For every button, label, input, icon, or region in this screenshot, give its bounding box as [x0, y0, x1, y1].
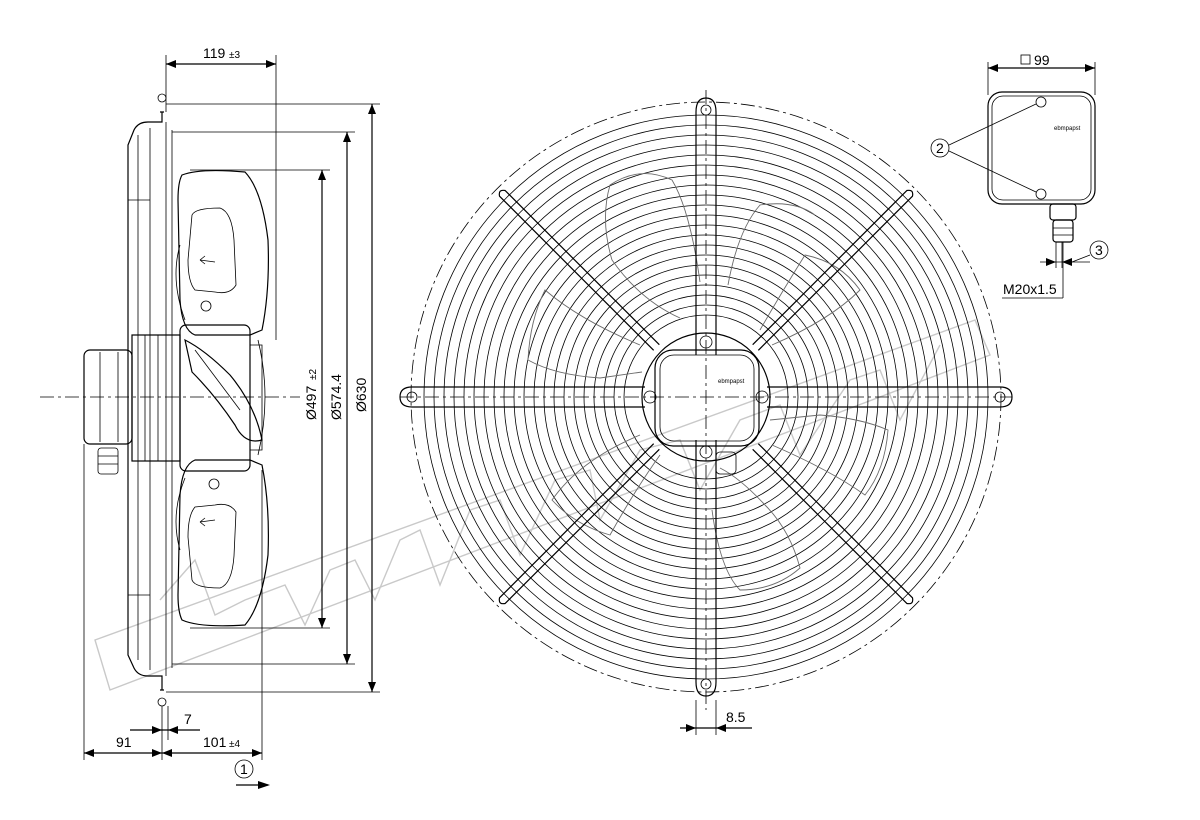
grille-ring	[603, 294, 809, 500]
callout-2-circle	[930, 138, 950, 158]
callout-1-circle	[234, 759, 254, 779]
dim-91-label: 91	[116, 734, 132, 750]
grille-strut	[752, 443, 914, 605]
grille-strut	[498, 443, 660, 605]
grille-ring	[443, 134, 969, 660]
grille-ring	[543, 234, 869, 560]
grille-ring	[563, 254, 849, 540]
terminal-box-view: 99 ebmpapst 2 3 M20x1.5	[930, 52, 1109, 299]
grille-rings	[423, 114, 989, 680]
dim-7-label: 7	[184, 711, 192, 727]
grille-ring	[583, 274, 829, 520]
dia-630-label: Ø630	[353, 378, 369, 412]
box-width-label: 99	[1034, 52, 1050, 68]
grille-dim-label: 8.5	[726, 709, 746, 725]
airflow-arrow-icon	[258, 781, 270, 789]
callout-3-label: 3	[1095, 242, 1103, 258]
grille-ring	[573, 264, 839, 530]
grille-ring	[523, 214, 889, 580]
watermark	[94, 319, 991, 691]
thread-label: M20x1.5	[1003, 281, 1057, 297]
grille-ring	[623, 314, 789, 480]
grille-strut	[752, 189, 914, 351]
dia-497-label: Ø497	[303, 386, 319, 420]
grille-ring	[473, 164, 939, 630]
callout-2-label: 2	[936, 140, 944, 156]
grille-ring	[593, 284, 819, 510]
grille-ring	[513, 204, 899, 590]
front-view: ebmpapst 8.5	[399, 90, 1013, 735]
depth-119-tolerance: ±3	[229, 50, 240, 61]
dim-101-label: 101	[203, 734, 227, 750]
grille-ring	[463, 154, 949, 640]
grille-ring	[533, 224, 879, 570]
grille-struts	[498, 189, 914, 605]
grille-strut	[498, 189, 660, 351]
grille-ring	[453, 144, 959, 650]
grille-ring	[613, 304, 799, 490]
grille-ring	[493, 184, 919, 610]
side-view: Ø497 ±2 Ø574.4 Ø630 119 ±3 7 91 101	[40, 45, 380, 789]
grille-ring	[503, 194, 909, 600]
dia-497-tolerance: ±2	[308, 369, 319, 380]
dim-101-tolerance: ±4	[229, 739, 240, 750]
depth-119-label: 119	[203, 45, 226, 61]
box-brand-label: ebmpapst	[1054, 126, 1081, 132]
callout-3-circle	[1089, 240, 1109, 260]
callout-1-label: 1	[240, 761, 248, 777]
grille-ring	[483, 174, 929, 620]
grille-ring	[553, 244, 859, 550]
grille-ring	[433, 124, 979, 670]
dia-574-label: Ø574.4	[328, 374, 344, 420]
hub-brand-label: ebmpapst	[718, 379, 745, 385]
